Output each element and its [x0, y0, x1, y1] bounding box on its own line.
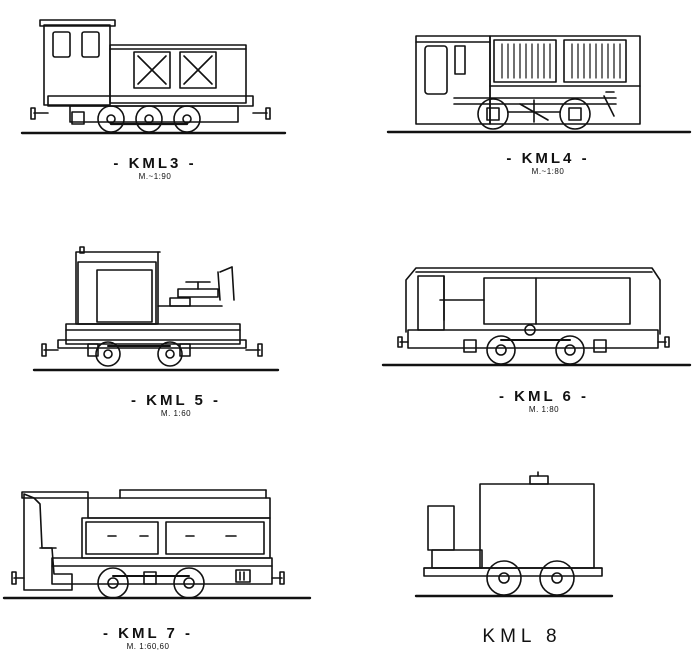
kml6-scale: M. 1:80 [528, 405, 560, 414]
kml8-title: KML 8 [482, 626, 562, 647]
kml7-drawing [2, 489, 312, 600]
kml4-title: - KML4 - [506, 150, 590, 167]
kml3-scale: M.~1:90 [138, 172, 172, 181]
kml3-title: - KML3 - [113, 155, 197, 172]
kml4-caption: - KML4 - M.~1:80 [488, 150, 608, 176]
kml7-scale: M. 1:60,60 [126, 642, 170, 651]
kml8-drawing [414, 471, 614, 598]
kml4-scale: M.~1:80 [531, 167, 565, 176]
kml3-drawing [20, 19, 287, 135]
kml5-drawing [32, 246, 280, 372]
kml7-caption: - KML 7 - M. 1:60,60 [88, 625, 208, 651]
kml5-scale: M. 1:60 [160, 409, 192, 418]
kml5-caption: - KML 5 - M. 1:60 [116, 392, 236, 418]
kml7-title: - KML 7 - [102, 625, 194, 642]
kml6-caption: - KML 6 - M. 1:80 [484, 388, 604, 414]
kml4-drawing [386, 35, 692, 134]
kml8-caption: KML 8 [462, 626, 582, 648]
kml3-caption: - KML3 - M.~1:90 [95, 155, 215, 181]
kml6-title: - KML 6 - [498, 388, 590, 405]
kml5-title: - KML 5 - [130, 392, 222, 409]
kml6-drawing [381, 267, 692, 367]
